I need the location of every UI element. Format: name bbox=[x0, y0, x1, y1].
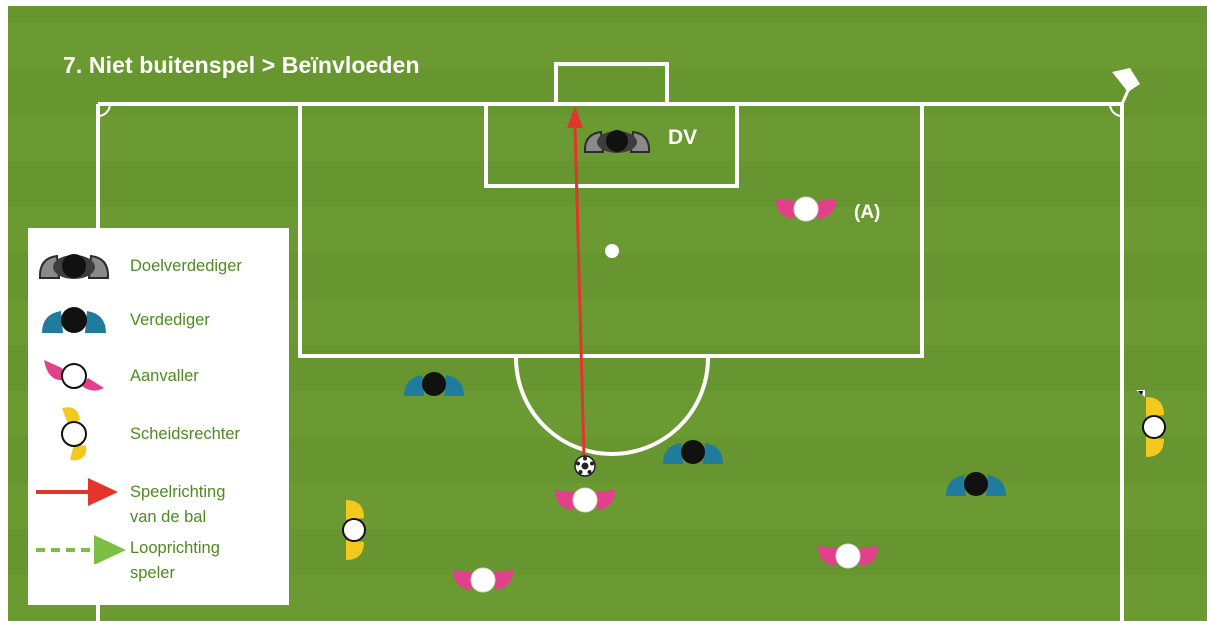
penalty-area bbox=[298, 102, 924, 358]
defender-player bbox=[946, 472, 1006, 496]
legend-label: Verdediger bbox=[130, 311, 210, 329]
page-title: 7. Niet buitenspel > Beïnvloeden bbox=[63, 52, 420, 78]
corner-flag bbox=[1112, 68, 1140, 105]
legend-label: Scheidsrechter bbox=[130, 425, 241, 443]
legend-item-referee: Scheidsrechter bbox=[28, 406, 289, 462]
attacker-player bbox=[452, 567, 514, 593]
corner-arc-right bbox=[1109, 103, 1123, 117]
legend: Doelverdediger Verdediger Aanvaller Sche… bbox=[28, 228, 289, 605]
attacker-player bbox=[817, 543, 879, 569]
attacker-icon bbox=[44, 360, 104, 391]
corner-arc-left bbox=[97, 103, 111, 117]
ball-direction-arrow bbox=[567, 106, 586, 459]
legend-label: van de bal bbox=[130, 508, 207, 526]
legend-item-player-run: Looprichting speler bbox=[28, 534, 289, 586]
legend-item-ball-direction: Speelrichting van de bal bbox=[28, 478, 289, 530]
referee-player bbox=[342, 499, 366, 561]
penalty-spot bbox=[605, 244, 619, 258]
defender-player bbox=[663, 440, 723, 464]
assistant-referee-flag bbox=[1136, 390, 1145, 397]
attacker-a-label: (A) bbox=[854, 202, 881, 223]
legend-item-attacker: Aanvaller bbox=[28, 356, 289, 396]
goalkeeper-label: DV bbox=[668, 126, 698, 149]
legend-label: Aanvaller bbox=[130, 367, 199, 385]
assistant-referee-player bbox=[1142, 396, 1166, 458]
attacker-player-a bbox=[775, 196, 837, 222]
goalkeeper-icon bbox=[38, 254, 110, 279]
red-arrow-icon bbox=[36, 478, 118, 506]
legend-label: Looprichting bbox=[130, 539, 220, 557]
legend-label: Speelrichting bbox=[130, 483, 226, 501]
defender-player bbox=[404, 372, 464, 396]
legend-label: speler bbox=[130, 564, 175, 582]
legend-item-defender: Verdediger bbox=[28, 304, 289, 336]
green-dashed-arrow-icon bbox=[36, 535, 126, 564]
legend-item-goalkeeper: Doelverdediger bbox=[28, 250, 289, 282]
goalkeeper-player bbox=[583, 129, 651, 154]
goal bbox=[554, 62, 669, 106]
referee-icon bbox=[61, 407, 87, 461]
ball-icon bbox=[574, 455, 596, 477]
defender-icon bbox=[42, 307, 106, 333]
attacker-player bbox=[554, 487, 616, 513]
penalty-arc bbox=[514, 357, 710, 456]
legend-label: Doelverdediger bbox=[130, 257, 242, 275]
